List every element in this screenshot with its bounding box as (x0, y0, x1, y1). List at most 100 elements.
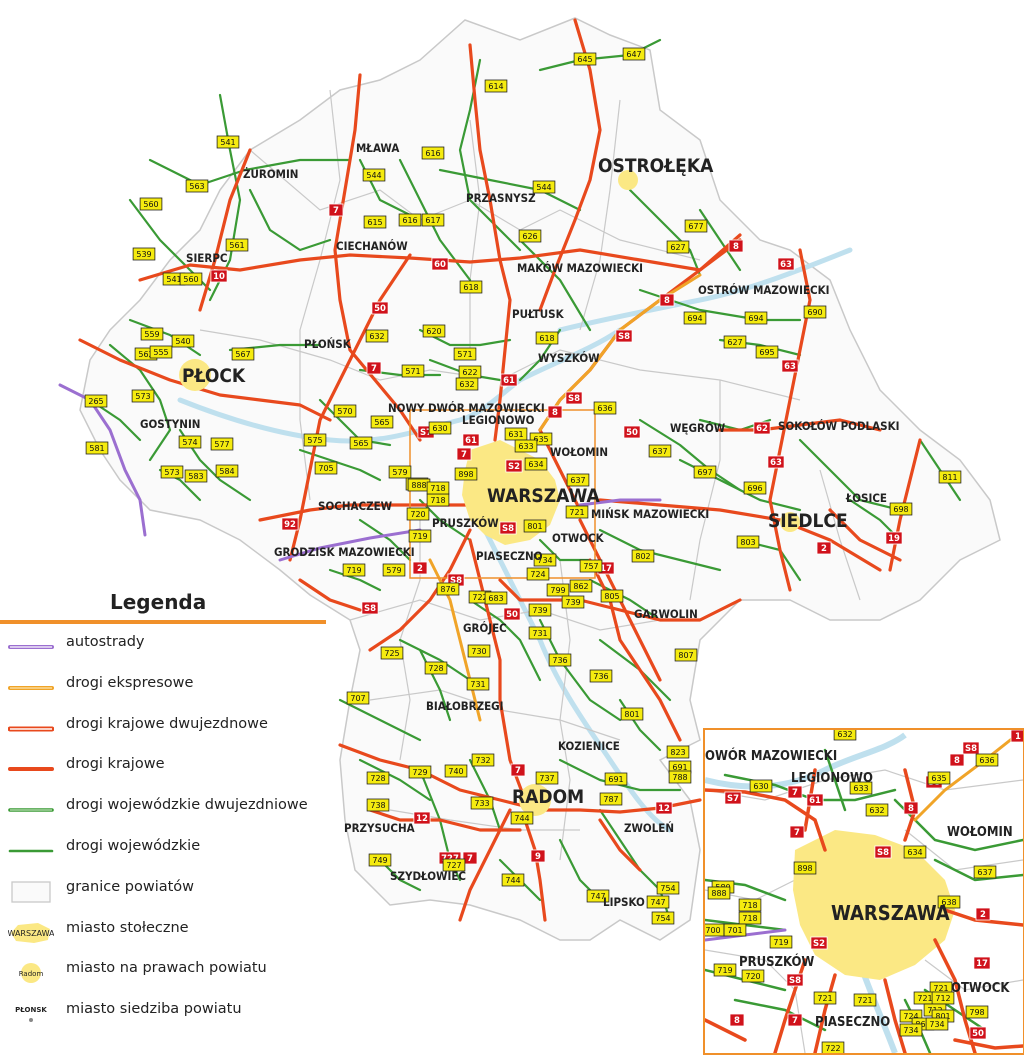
shield-label: 731 (470, 680, 485, 689)
voivodeship-road-number-shield: 637 (973, 865, 997, 879)
shield-label: 544 (366, 171, 381, 180)
city-label-lipsko: LIPSKO (603, 895, 645, 909)
national-road-number-shield: 63 (767, 455, 785, 469)
city-label-plonsk: PŁOŃSK (304, 336, 352, 351)
voivodeship-road-number-shield: 801 (620, 707, 644, 721)
shield-label: S8 (618, 332, 630, 342)
shield-label: 7 (794, 828, 800, 838)
city-label-sochaczew: SOCHACZEW (318, 499, 393, 513)
shield-label: S8 (450, 576, 462, 586)
shield-label: 2 (821, 544, 827, 554)
city-label-ostrow: OSTRÓW MAZOWIECKI (698, 282, 829, 297)
shield-background (693, 465, 717, 479)
voivodeship-road-number-shield: 720 (741, 969, 765, 983)
shield-background (1010, 730, 1023, 743)
shield-label: 61 (503, 376, 515, 386)
legend-item-label: drogi wojewódzkie dwujezdniowe (66, 797, 308, 814)
shield-background (806, 793, 824, 807)
shield-label: 727 (446, 861, 461, 870)
voivodeship-road-number-shield: 740 (444, 764, 468, 778)
voivodeship-road-number-shield: 729 (408, 765, 432, 779)
shield-label: 1 (1015, 732, 1021, 742)
shield-background (899, 1023, 923, 1037)
shield-label: 633 (518, 442, 533, 451)
shield-background (532, 180, 556, 194)
national-road-number-shield: 7 (787, 1013, 803, 1027)
voivodeship-road-number-shield: 647 (622, 47, 646, 61)
shield-background (565, 505, 589, 519)
city-label-przysucha: PRZYSUCHA (344, 821, 415, 835)
shield-background (885, 531, 903, 545)
voivodeship-road-number-shield: 584 (215, 464, 239, 478)
shield-label: 631 (508, 430, 523, 439)
city-label-otwock: OTWOCK (552, 531, 605, 545)
voivodeship-road-number-shield: 738 (366, 798, 390, 812)
shield-background (398, 213, 422, 227)
shield-background (753, 421, 771, 435)
legend-sample-text: WARSZAWA (8, 929, 54, 938)
legend-item-label: granice powiatów (66, 878, 195, 895)
voivodeship-road-number-shield: 728 (424, 661, 448, 675)
shield-label: 8 (552, 408, 558, 418)
city-label-sierpc: SIERPC (186, 251, 228, 265)
voivodeship-road-number-shield: 805 (600, 589, 624, 603)
shield-label: 647 (626, 50, 641, 59)
shield-background (728, 239, 744, 253)
shield-label: 898 (458, 470, 473, 479)
voivodeship-road-number-shield: 635 (927, 771, 951, 785)
voivodeship-road-number-shield: 627 (666, 240, 690, 254)
shield-background (684, 219, 708, 233)
shield-label: 720 (745, 972, 760, 981)
voivodeship-road-number-shield: 734 (899, 1023, 923, 1037)
shield-label: 744 (505, 876, 520, 885)
voivodeship-road-number-shield: 757 (579, 559, 603, 573)
shield-label: 579 (386, 566, 401, 575)
voivodeship-road-number-shield: 615 (363, 215, 387, 229)
shield-background (210, 437, 234, 451)
city-label-ciechanow: CIECHANÓW (336, 238, 408, 253)
voivodeship-road-number-shield: 265 (84, 394, 108, 408)
voivodeship-road-number-shield: 694 (744, 311, 768, 325)
voivodeship-road-number-shield: 728 (366, 771, 390, 785)
shield-label: 630 (432, 424, 447, 433)
shield-label: 718 (430, 496, 445, 505)
shield-label: 627 (727, 338, 742, 347)
voivodeship-road-number-shield: 862 (569, 579, 593, 593)
legend-title: Legenda (110, 590, 207, 614)
voivodeship-road-number-shield: 788 (668, 770, 692, 784)
shield-background (833, 730, 857, 741)
shield-label: 721 (817, 994, 832, 1003)
shield-background (656, 881, 680, 895)
shield-label: 9 (535, 852, 541, 862)
inset-city-label-warszawa: WARSZAWA (831, 901, 950, 925)
shield-label: 730 (471, 647, 486, 656)
shield-label: S8 (789, 976, 801, 986)
shield-label: 50 (972, 1029, 984, 1039)
city-label-mlawa: MŁAWA (356, 141, 399, 155)
shield-label: 728 (428, 664, 443, 673)
shield-label: 50 (506, 610, 518, 620)
shield-background (467, 644, 491, 658)
voivodeship-road-number-shield: 700 (705, 923, 725, 937)
legend-item-national-dual: drogi krajowe dwujezdnowe (0, 712, 330, 742)
shield-background (604, 772, 628, 786)
shield-background (408, 765, 432, 779)
shield-label: 626 (522, 232, 537, 241)
voivodeship-road-number-shield: 570 (333, 404, 357, 418)
voivodeship-road-number-shield: 636 (975, 753, 999, 767)
shield-background (573, 52, 597, 66)
shield-background (349, 436, 373, 450)
voivodeship-road-number-shield: 733 (470, 796, 494, 810)
voivodeship-road-number-shield: 898 (454, 467, 478, 481)
shield-background (408, 529, 432, 543)
inset-city-label-legionowo: LEGIONOWO (791, 771, 873, 786)
voivodeship-road-number-shield: 734 (533, 553, 557, 567)
shield-label: 721 (569, 508, 584, 517)
national-road-number-shield: S7 (724, 791, 742, 805)
shield-label: 862 (573, 582, 588, 591)
shield-label: 732 (475, 756, 490, 765)
shield-label: 718 (742, 901, 757, 910)
shield-background (365, 329, 389, 343)
